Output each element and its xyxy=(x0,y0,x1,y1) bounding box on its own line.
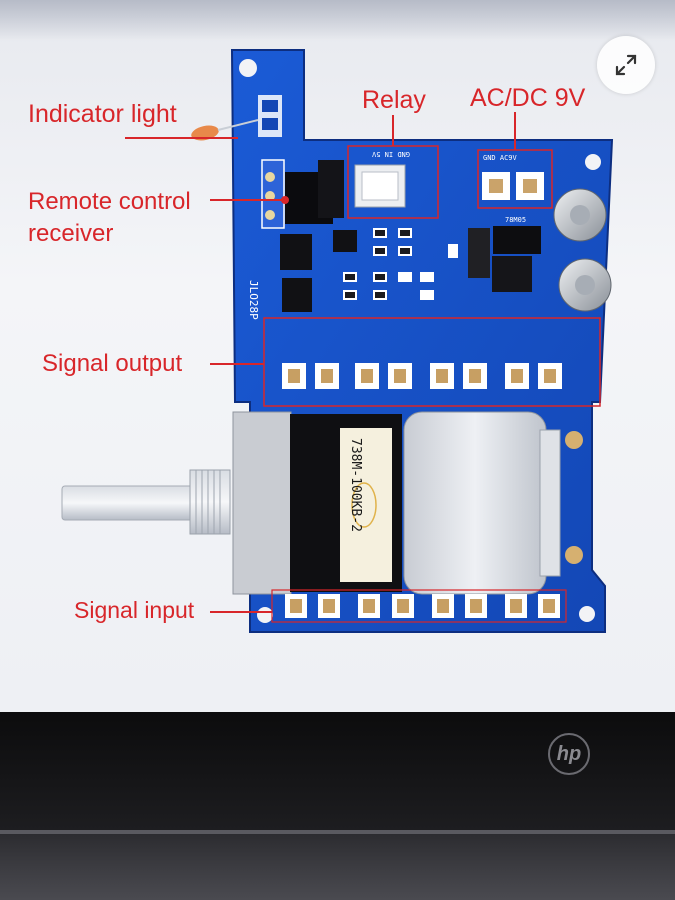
pot-housing xyxy=(232,411,292,595)
laptop-keyboard-edge xyxy=(0,830,675,900)
laptop-screen: GND IN 5V GND AC9V 78M05 xyxy=(0,0,675,712)
callout-lines xyxy=(125,112,516,613)
input-pads xyxy=(285,594,560,618)
indicator-light-label: Indicator light xyxy=(28,100,177,128)
ic-chip xyxy=(282,278,312,312)
hp-logo-icon: hp xyxy=(548,733,590,775)
signal-input-box xyxy=(271,589,567,623)
mount-hole xyxy=(585,154,601,170)
mount-hole xyxy=(239,59,257,77)
expand-arrows-icon xyxy=(615,54,637,76)
svg-text:738M-100KB-2: 738M-100KB-2 xyxy=(348,438,363,532)
output-pads xyxy=(282,363,562,389)
relay-label: Relay xyxy=(362,86,426,114)
power-label: AC/DC 9V xyxy=(470,84,586,112)
expand-button[interactable] xyxy=(597,36,655,94)
pot-label xyxy=(340,428,392,582)
svg-text:GND IN 5V: GND IN 5V xyxy=(371,150,410,158)
volume-control-board: GND IN 5V GND AC9V 78M05 xyxy=(61,49,614,633)
mount-hole xyxy=(257,607,273,623)
signal-output-label: Signal output xyxy=(42,350,183,377)
screen-glare xyxy=(0,0,675,40)
svg-text:GND AC9V: GND AC9V xyxy=(483,154,518,162)
signal-output-box xyxy=(263,317,601,407)
svg-text:78M05: 78M05 xyxy=(505,216,526,224)
signal-input-label: Signal input xyxy=(74,597,195,623)
remote-receiver-label: Remote control receiver xyxy=(28,188,191,247)
ic-chip xyxy=(280,234,312,270)
pot-bushing xyxy=(189,469,231,535)
pot-shaft xyxy=(61,485,211,521)
mount-hole xyxy=(579,606,595,622)
pot-motor xyxy=(403,411,547,595)
board-model-label: JLO28P xyxy=(247,280,260,320)
voltage-regulator xyxy=(493,226,541,254)
indicator-led xyxy=(191,125,219,141)
